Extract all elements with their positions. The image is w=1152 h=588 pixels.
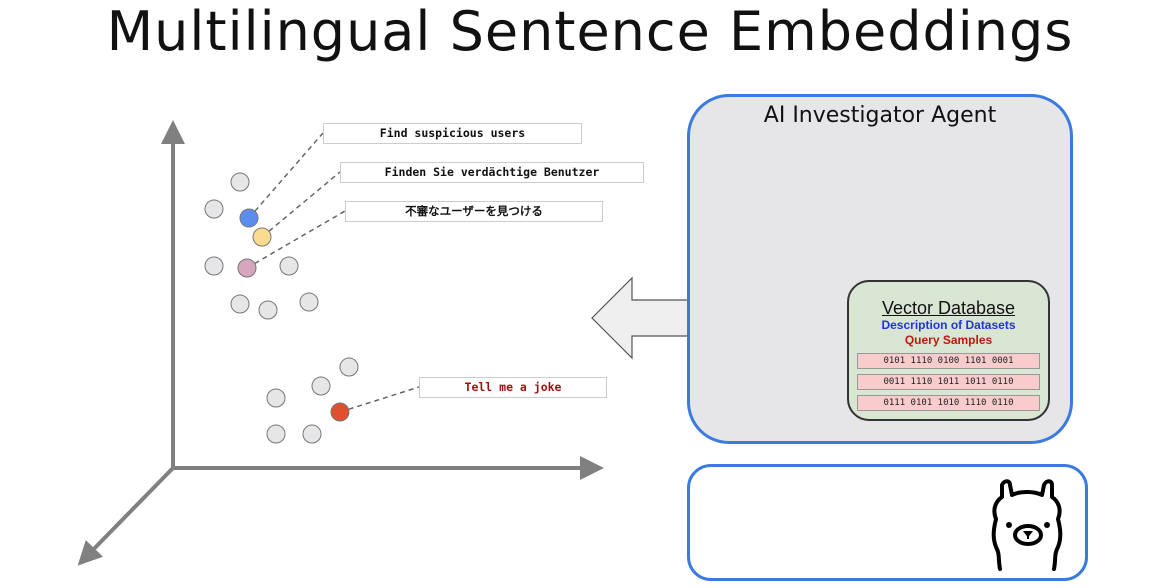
connector-joke <box>339 386 420 413</box>
embedding-point <box>302 424 322 444</box>
z-axis <box>77 466 175 566</box>
embedding-point <box>266 424 286 444</box>
llm-panel <box>687 464 1088 581</box>
embedding-point <box>279 256 299 276</box>
embedding-point-en <box>239 208 259 228</box>
vector-database-title: Vector Database <box>881 298 1016 318</box>
vector-row: 0101 1110 0100 1101 0001 <box>857 353 1040 369</box>
embedding-point-joke <box>330 402 350 422</box>
embedding-point-ja <box>237 258 257 278</box>
embedding-point <box>266 388 286 408</box>
label-german: Finden Sie verdächtige Benutzer <box>340 162 644 183</box>
embedding-point <box>230 294 250 314</box>
connector-de <box>261 171 341 238</box>
connector-en <box>248 132 324 219</box>
label-japanese: 不審なユーザーを見つける <box>345 201 603 222</box>
connector-ja <box>246 210 346 269</box>
embedding-point <box>311 376 331 396</box>
embedding-point <box>299 292 319 312</box>
embedding-point <box>204 199 224 219</box>
agent-title: AI Investigator Agent <box>763 103 997 128</box>
embedding-point <box>230 172 250 192</box>
embedding-point <box>258 300 278 320</box>
page-title: Multilingual Sentence Embeddings <box>106 0 1074 63</box>
embedding-point <box>339 357 359 377</box>
embedding-point-de <box>252 227 272 247</box>
datasets-description: Description of Datasets <box>881 318 1016 332</box>
vector-row: 0011 1110 1011 1011 0110 <box>857 374 1040 390</box>
embedding-point <box>204 256 224 276</box>
llama-icon <box>991 479 1063 571</box>
query-samples: Query Samples <box>904 333 993 347</box>
label-tell-me-a-joke: Tell me a joke <box>419 377 607 398</box>
vector-row: 0111 0101 1010 1110 0110 <box>857 395 1040 411</box>
label-find-suspicious-users: Find suspicious users <box>323 123 582 144</box>
vector-database: Vector Database Description of Datasets … <box>847 280 1050 421</box>
